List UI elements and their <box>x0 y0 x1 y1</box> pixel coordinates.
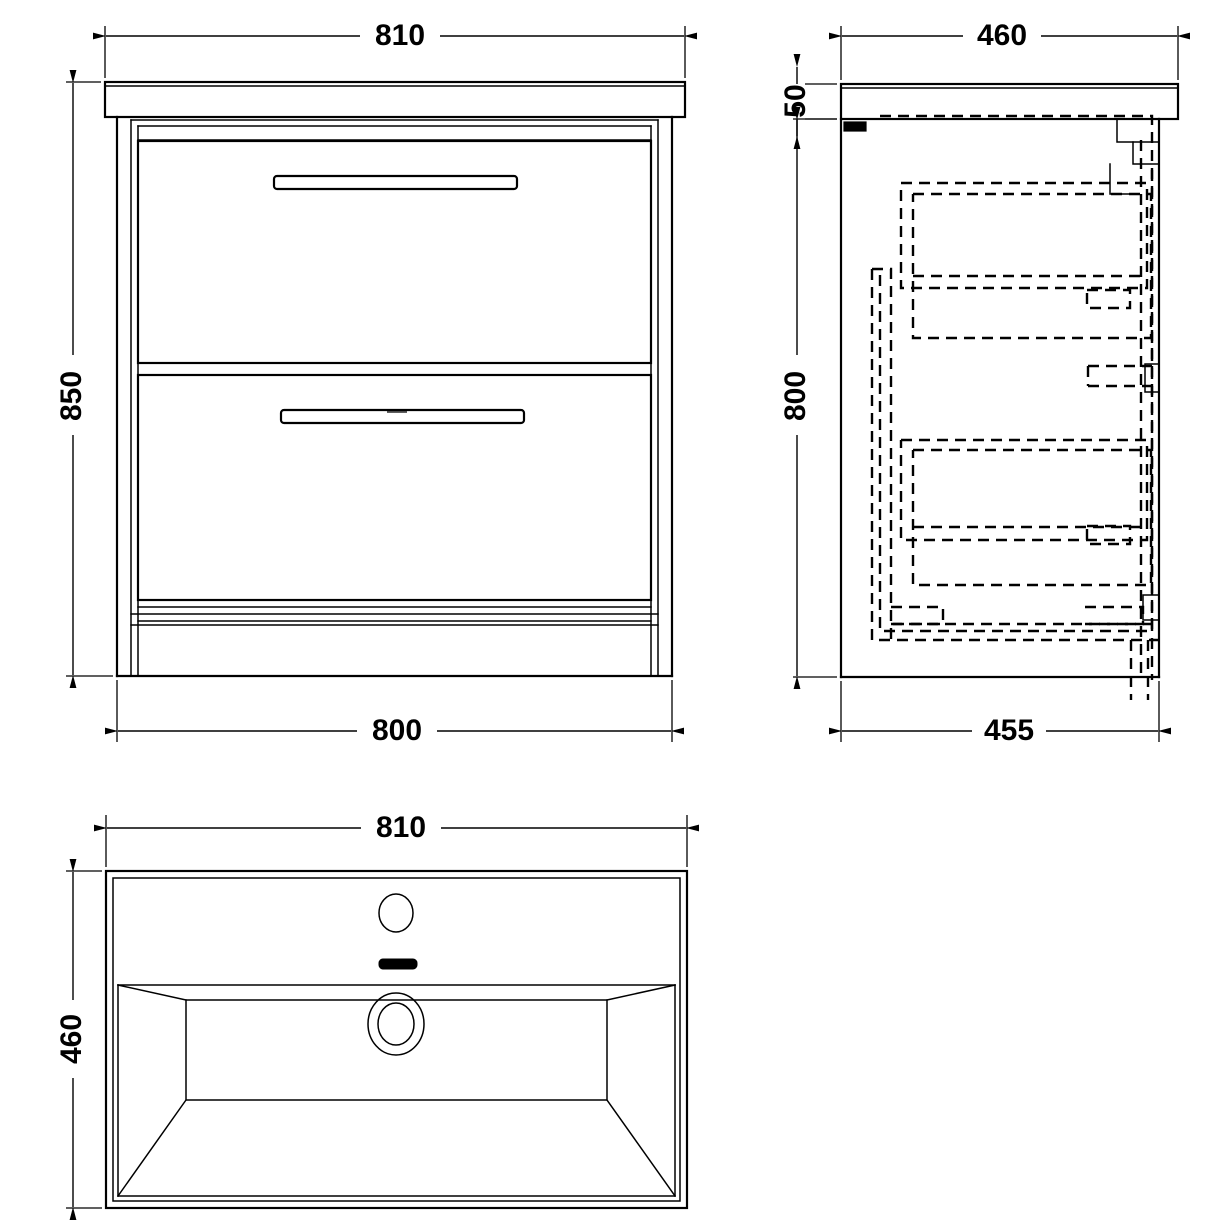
basin-bowl <box>116 984 677 1198</box>
dimension-label-plan-depth-460: 460 <box>55 1014 88 1064</box>
front-bottom-rail <box>130 606 659 626</box>
dimension-label-plan-width-810: 810 <box>376 811 426 844</box>
dimension-side-height-800: 800 <box>779 107 837 689</box>
front-top-rail <box>130 119 659 141</box>
dimension-side-depth-460: 460 <box>829 19 1190 80</box>
dimension-plan-depth-460: 460 <box>55 859 102 1220</box>
dimension-label-side-thickness-50: 50 <box>779 84 812 117</box>
side-countertop <box>839 82 1180 121</box>
front-drawer-upper[interactable] <box>136 139 653 365</box>
basin-outer-rim <box>104 869 689 1210</box>
dimension-label-front-width-810: 810 <box>375 19 425 52</box>
dimension-side-depth-455: 455 <box>829 681 1171 747</box>
dimension-side-thickness-50: 50 <box>779 54 837 149</box>
dimension-label-side-height-800: 800 <box>779 371 812 421</box>
dimension-front-width-810: 810 <box>93 19 697 78</box>
front-elevation-view: 810 850 800 <box>55 19 697 747</box>
drawer-handle-upper[interactable] <box>272 174 519 191</box>
front-drawer-lower[interactable] <box>136 373 653 602</box>
plan-view-basin: 810 460 <box>55 811 699 1220</box>
dimension-label-front-width-800: 800 <box>372 714 422 747</box>
drawer-handle-lower[interactable] <box>279 408 526 425</box>
side-handle-projection <box>843 121 867 132</box>
dimension-front-height-850: 850 <box>55 70 113 688</box>
basin-tap-hole <box>378 893 414 933</box>
side-hidden-internals <box>870 114 1162 700</box>
front-countertop <box>103 80 687 119</box>
side-top-bracket <box>1109 118 1160 195</box>
dimension-label-side-depth-455: 455 <box>984 714 1034 747</box>
dimension-label-side-depth-460: 460 <box>977 19 1027 52</box>
dimension-label-front-height-850: 850 <box>55 371 88 421</box>
basin-overflow-slot <box>378 958 418 970</box>
front-cabinet-carcass <box>115 115 674 678</box>
dimension-plan-width-810: 810 <box>94 811 699 867</box>
side-cabinet-body <box>839 117 1161 679</box>
basin-waste-outlet <box>367 992 425 1056</box>
side-elevation-view: 460 50 800 <box>779 19 1190 747</box>
dimension-front-width-800: 800 <box>105 680 684 747</box>
